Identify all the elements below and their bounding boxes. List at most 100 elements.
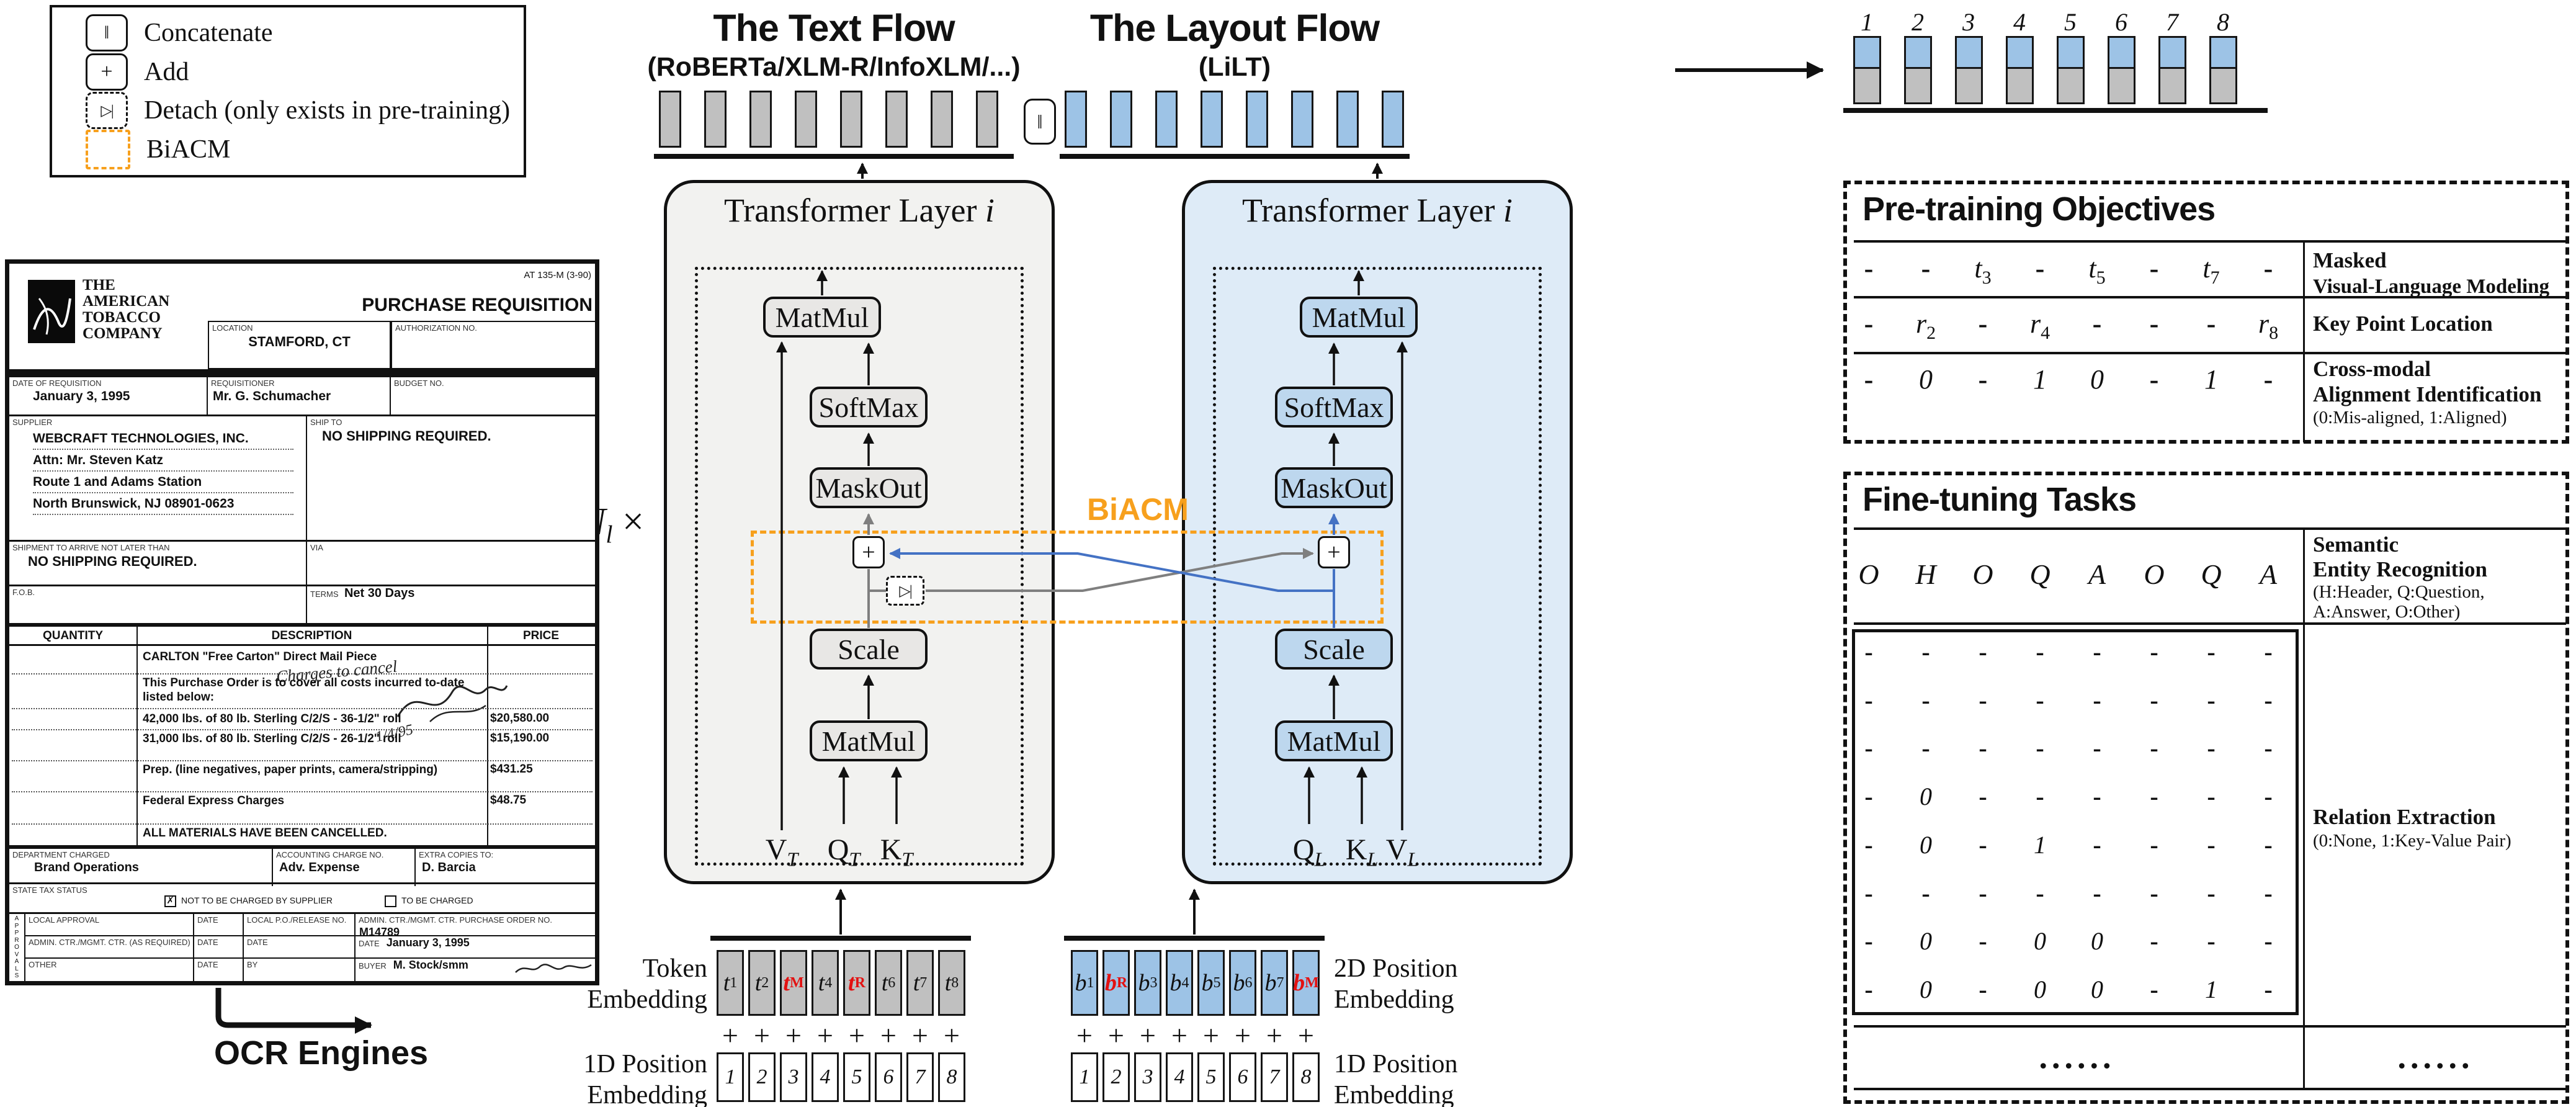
pretraining-cell: - <box>2149 308 2159 339</box>
item-price: $48.75 <box>490 794 527 807</box>
item-price: $15,190.00 <box>490 732 550 745</box>
relation-matrix-cell: - <box>1864 638 1873 666</box>
relation-matrix-cell: - <box>2207 879 2216 907</box>
pretraining-cell: - <box>1864 308 1874 339</box>
legend-label: Detach (only exists in pre-training) <box>144 96 511 125</box>
relation-matrix-cell: - <box>1921 734 1930 763</box>
add-glyph: + <box>754 1020 770 1051</box>
fob-row: F.O.B. TERMS Net 30 Days <box>9 586 595 625</box>
token-layout-part <box>2109 38 2134 69</box>
relation-matrix-cell: - <box>1921 686 1930 714</box>
arrival-row: SHIPMENT TO ARRIVE NOT LATER THAN NO SHI… <box>9 542 595 586</box>
token-layout-part <box>2059 38 2083 69</box>
pretraining-cell: - <box>1921 253 1931 284</box>
concatenated-output-token <box>2006 36 2034 104</box>
relation-matrix-cell: - <box>1864 734 1873 763</box>
relation-matrix-cell: - <box>1979 975 1987 1003</box>
relation-matrix-cell: - <box>2264 927 2273 956</box>
relation-matrix-cell: - <box>1864 830 1873 859</box>
rule <box>1854 296 2566 298</box>
text-output-token <box>795 91 817 148</box>
legend-label: BiACM <box>146 135 231 164</box>
layout-output-token <box>1201 91 1223 148</box>
approval-cell-label: ADMIN. CTR./MGMT. CTR. PURCHASE ORDER NO… <box>359 915 553 925</box>
layout-output-token <box>1382 91 1404 148</box>
relation-matrix-cell: - <box>1979 686 1987 714</box>
text-1d-position: 3 <box>780 1052 807 1102</box>
relation-matrix-cell: - <box>1979 734 1987 763</box>
token-text-part <box>2211 69 2235 102</box>
leader-line <box>12 708 593 709</box>
relation-matrix-cell: 0 <box>2091 927 2103 956</box>
layout-value-input-label: VL <box>1385 833 1419 871</box>
re-label: Relation Extraction (0:None, 1:Key-Value… <box>2313 805 2511 851</box>
location-field: LOCATION STAMFORD, CT <box>208 321 391 369</box>
token-layout-part <box>2211 38 2235 69</box>
supplier-address-line: WEBCRAFT TECHNOLOGIES, INC. <box>33 428 293 450</box>
text-output-token <box>704 91 727 148</box>
multiplier-times: × <box>622 501 644 543</box>
relation-matrix-cell: - <box>2264 734 2273 763</box>
relation-matrix-cell: - <box>2207 830 2216 859</box>
concatenated-output-token <box>2057 36 2085 104</box>
add-glyph: + <box>1108 1020 1124 1051</box>
layout-1d-position: 3 <box>1134 1052 1161 1102</box>
relation-matrix-cell: - <box>2207 734 2216 763</box>
text-flow-subtitle: (RoBERTa/XLM-R/InfoXLM/...) <box>647 52 1021 82</box>
relation-matrix-cell: - <box>2036 879 2044 907</box>
approval-cell: LOCAL P.O./RELEASE NO. <box>244 914 356 936</box>
add-glyph: + <box>849 1020 865 1051</box>
layout-1d-position: 2 <box>1102 1052 1130 1102</box>
item-description: 42,000 lbs. of 80 lb. Sterling C/2/S - 3… <box>143 712 401 725</box>
ser-tag-cell: O <box>2144 558 2165 590</box>
add-glyph: + <box>1266 1020 1282 1051</box>
relation-matrix-cell: - <box>2093 782 2101 811</box>
pretraining-cell: - <box>1978 364 1988 395</box>
text-1d-position: 5 <box>843 1052 870 1102</box>
approval-cell-label: BUYER <box>359 961 387 970</box>
item-description: ALL MATERIALS HAVE BEEN CANCELLED. <box>143 827 387 840</box>
buyer-signature-scribble <box>515 964 592 973</box>
relation-matrix-cell: - <box>2264 830 2273 859</box>
layout-output-token <box>1246 91 1268 148</box>
approval-cell: DATE <box>194 936 244 959</box>
add-glyph: + <box>1235 1020 1251 1051</box>
add-glyph: + <box>1171 1020 1187 1051</box>
output-token-number: 1 <box>1861 8 1873 36</box>
approval-cell: ADMIN. CTR./MGMT. CTR. (AS REQUIRED) <box>25 936 194 959</box>
pretraining-cell: - <box>2206 308 2216 339</box>
multiplier-sub: l <box>606 520 613 549</box>
pretraining-cell: - <box>2092 308 2102 339</box>
authorization-field: AUTHORIZATION NO. <box>391 321 595 369</box>
relation-matrix-cell: - <box>1864 927 1873 956</box>
layout-matmul-bottom-block: MatMul <box>1275 720 1393 761</box>
text-scale-block: Scale <box>810 629 928 670</box>
legend-box: ‖ Concatenate + Add ▷| Detach (only exis… <box>50 5 526 177</box>
concatenated-output-token <box>1853 36 1881 104</box>
layout-output-token <box>1336 91 1359 148</box>
department-row: DEPARTMENT CHARGED Brand Operations ACCO… <box>9 847 595 886</box>
layout-1d-position: 1 <box>1071 1052 1098 1102</box>
text-1d-position: 1 <box>717 1052 744 1102</box>
layer-title-text: Transformer Layer <box>724 192 977 229</box>
output-token-number: 3 <box>1962 8 1975 36</box>
approval-cell-value: M14789 <box>359 926 400 938</box>
legend-item-biacm: BiACM <box>86 129 524 169</box>
layout-1d-position: 7 <box>1261 1052 1288 1102</box>
pretraining-cell: - <box>2149 364 2159 395</box>
relation-matrix-cell: 0 <box>2034 927 2046 956</box>
